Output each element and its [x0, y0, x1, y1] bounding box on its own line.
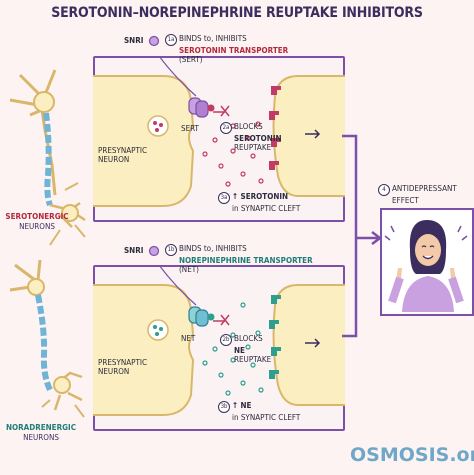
- norepinephrine-receptors: [269, 295, 281, 379]
- noradrenergic-neurons-label: NORADRENERGIC NEURONS: [5, 423, 77, 442]
- page-title: SEROTONIN–NOREPINEPHRINE REUPTAKE INHIBI…: [51, 5, 423, 21]
- snri-label-top: SNRI: [124, 36, 144, 45]
- net-label: NET: [181, 334, 196, 343]
- norepinephrine-molecules: [202, 302, 264, 396]
- snri-pill-icon: [148, 35, 160, 47]
- osmosis-logo: OSMOSIS.org: [350, 444, 474, 466]
- snri-label-bottom: SNRI: [124, 246, 144, 255]
- snri-arrow: [158, 265, 197, 306]
- vesicle: [147, 319, 169, 341]
- postsynaptic-terminal: [272, 75, 345, 197]
- snri-arrow: [158, 56, 197, 97]
- norepinephrine-synapse-diagram: [93, 265, 345, 416]
- net-transporter-icon: [188, 306, 215, 327]
- serotonin-synapse-diagram: [93, 56, 345, 207]
- serotonergic-neuron-icon: [9, 69, 86, 246]
- presynaptic-terminal: [93, 284, 195, 416]
- block-x-icon: [220, 314, 230, 326]
- vesicle: [147, 115, 169, 137]
- snri-pill-icon: [148, 245, 160, 257]
- postsynaptic-terminal: [272, 284, 345, 406]
- step-3b: 3b↑ NE in SYNAPTIC CLEFT: [218, 401, 300, 422]
- serotonin-receptors: [269, 86, 281, 170]
- signal-arrow-icon: [305, 338, 321, 348]
- block-x-icon: [220, 105, 230, 117]
- sert-label: SERT: [181, 124, 199, 133]
- noradrenergic-neuron-icon: [9, 259, 85, 418]
- signal-arrow-icon: [305, 129, 321, 139]
- neuron-illustrations: [9, 69, 86, 418]
- sert-transporter-icon: [188, 97, 215, 118]
- step-3a: 3a↑ SEROTONIN in SYNAPTIC CLEFT: [218, 192, 300, 213]
- serotonergic-neurons-label: SEROTONERGIC NEURONS: [5, 212, 69, 231]
- presynaptic-terminal: [93, 75, 195, 207]
- happy-person-icon: [384, 220, 468, 312]
